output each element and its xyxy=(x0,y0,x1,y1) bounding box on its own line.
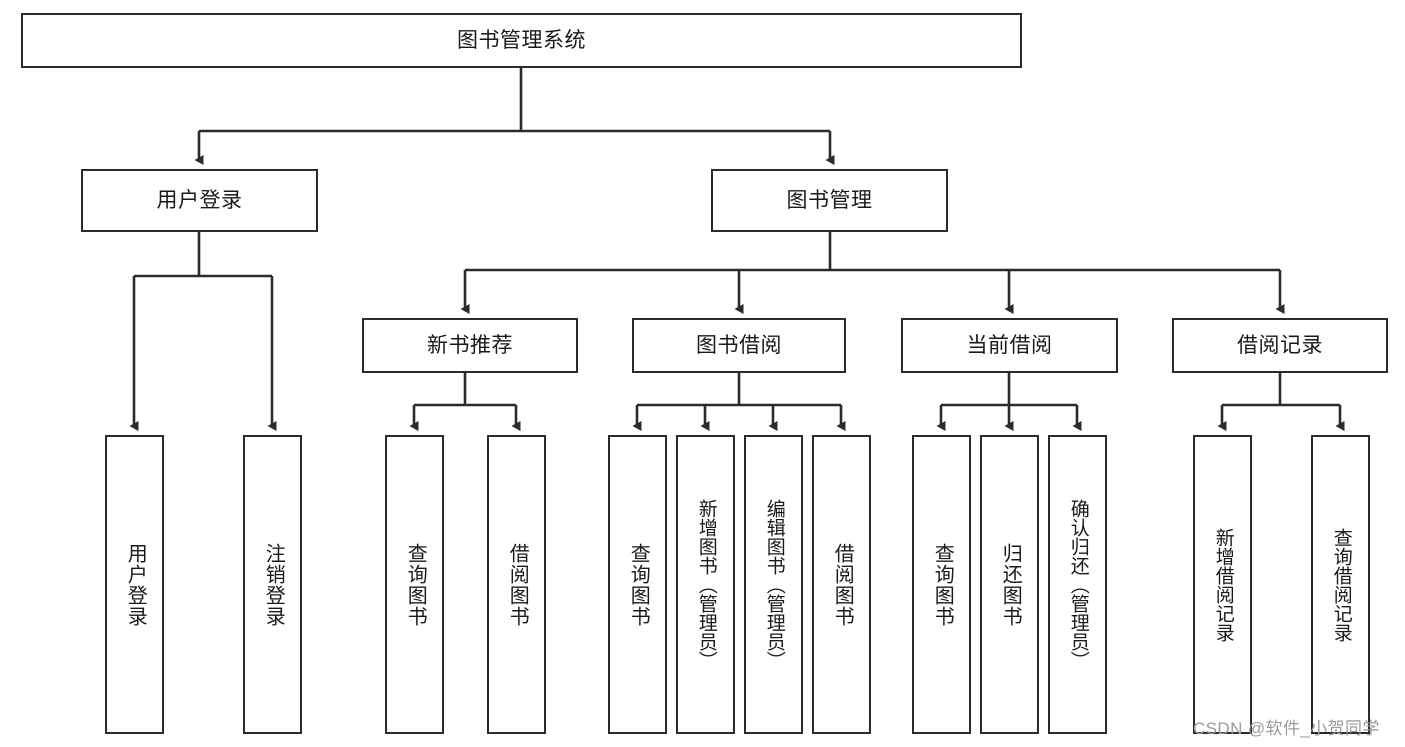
node-label: 查询图书 xyxy=(627,542,650,627)
leaf-query-book-borrow[interactable]: 查询图书 xyxy=(608,435,667,734)
node-label: 用户登录 xyxy=(156,188,243,212)
node-label: 用户登录 xyxy=(124,542,147,627)
node-label: 借阅记录 xyxy=(1237,333,1323,357)
node-book-borrow[interactable]: 图书借阅 xyxy=(632,318,846,373)
node-label: 新书推荐 xyxy=(427,333,513,357)
watermark-text: CSDN @软件_小贺同学 xyxy=(1193,719,1380,738)
node-label: 查询借阅记录 xyxy=(1330,527,1352,642)
leaf-query-borrow-record[interactable]: 查询借阅记录 xyxy=(1311,435,1370,734)
leaf-query-book-current[interactable]: 查询图书 xyxy=(912,435,971,734)
node-label: 新增图书（管理员） xyxy=(695,499,717,670)
node-label: 当前借阅 xyxy=(966,333,1053,357)
node-book-management[interactable]: 图书管理 xyxy=(711,169,948,232)
node-current-borrow[interactable]: 当前借阅 xyxy=(901,318,1118,373)
leaf-query-book-recommend[interactable]: 查询图书 xyxy=(385,435,444,734)
node-label: 注销登录 xyxy=(262,542,285,627)
node-label: 借阅图书 xyxy=(831,542,854,627)
node-label: 查询图书 xyxy=(931,542,954,627)
node-new-book-recommend[interactable]: 新书推荐 xyxy=(362,318,578,373)
node-user-login[interactable]: 用户登录 xyxy=(81,169,318,232)
node-label: 图书管理系统 xyxy=(457,28,586,52)
node-label: 借阅图书 xyxy=(506,542,529,627)
leaf-user-login[interactable]: 用户登录 xyxy=(105,435,164,734)
node-label: 确认归还（管理员） xyxy=(1067,499,1089,670)
leaf-borrow-book-recommend[interactable]: 借阅图书 xyxy=(487,435,546,734)
leaf-logout[interactable]: 注销登录 xyxy=(243,435,302,734)
node-label: 归还图书 xyxy=(999,542,1022,627)
node-label: 图书借阅 xyxy=(696,333,782,357)
node-root-book-management-system[interactable]: 图书管理系统 xyxy=(21,13,1022,68)
leaf-return-book[interactable]: 归还图书 xyxy=(980,435,1039,734)
node-borrow-record[interactable]: 借阅记录 xyxy=(1172,318,1388,373)
leaf-add-book-admin[interactable]: 新增图书（管理员） xyxy=(676,435,735,734)
leaf-edit-book-admin[interactable]: 编辑图书（管理员） xyxy=(744,435,803,734)
leaf-borrow-book[interactable]: 借阅图书 xyxy=(812,435,871,734)
leaf-confirm-return-admin[interactable]: 确认归还（管理员） xyxy=(1048,435,1107,734)
node-label: 编辑图书（管理员） xyxy=(763,499,785,670)
node-label: 图书管理 xyxy=(786,188,873,212)
node-label: 新增借阅记录 xyxy=(1212,527,1234,642)
node-label: 查询图书 xyxy=(404,542,427,627)
leaf-add-borrow-record[interactable]: 新增借阅记录 xyxy=(1193,435,1252,734)
